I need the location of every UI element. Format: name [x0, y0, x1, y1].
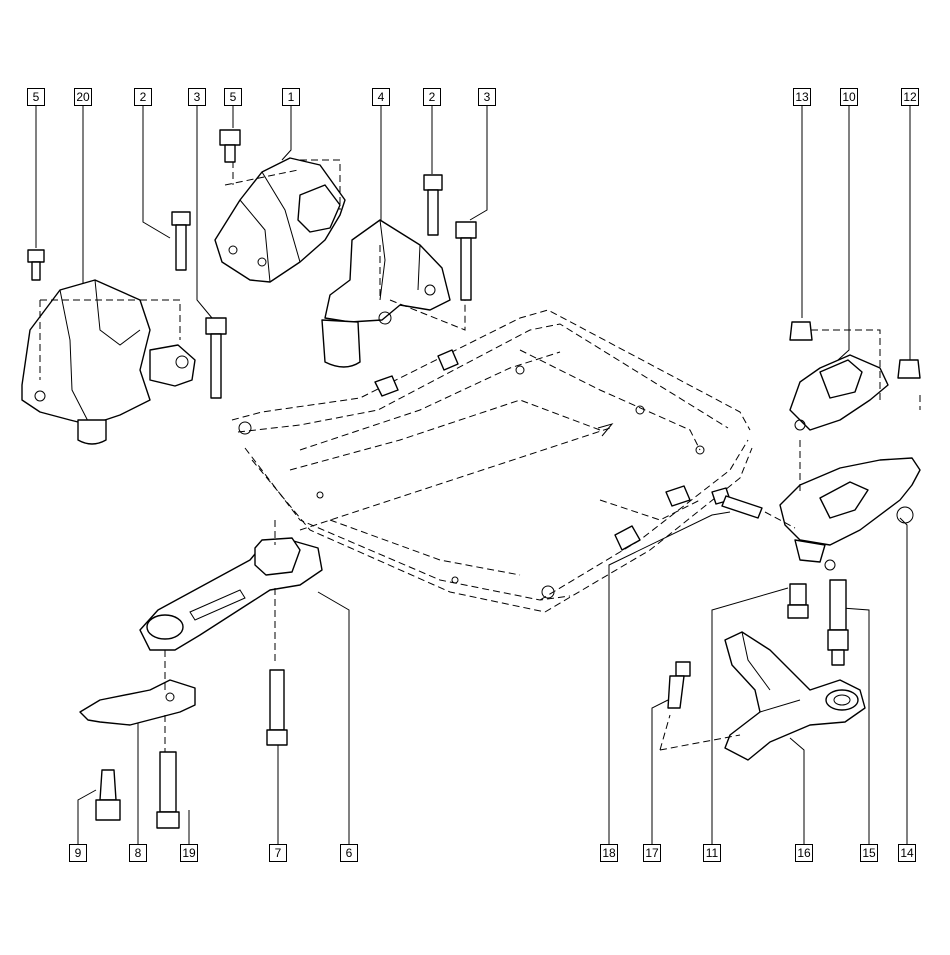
- callout-4: 4: [372, 88, 390, 106]
- part-4-engine-support: [321, 219, 466, 368]
- callout-17: 17: [643, 844, 661, 862]
- callout-19: 19: [180, 844, 198, 862]
- callout-2-right: 2: [423, 88, 441, 106]
- part-6-torque-rod: [139, 520, 323, 665]
- callout-5-left: 5: [27, 88, 45, 106]
- part-18-bolt: [711, 487, 796, 529]
- callout-13: 13: [793, 88, 811, 106]
- callout-20: 20: [74, 88, 92, 106]
- part-8-bracket: [79, 650, 288, 829]
- part-10-mount: [789, 321, 921, 431]
- callout-6: 6: [340, 844, 358, 862]
- callout-3-left: 3: [188, 88, 206, 106]
- callout-8: 8: [129, 844, 147, 862]
- callout-5-top: 5: [224, 88, 242, 106]
- callout-12: 12: [901, 88, 919, 106]
- callout-15: 15: [860, 844, 878, 862]
- callout-9: 9: [69, 844, 87, 862]
- subframe: [231, 309, 753, 613]
- part-14-bracket: [779, 440, 921, 571]
- callout-18: 18: [600, 844, 618, 862]
- part-1-upper-mount: [214, 150, 346, 283]
- callout-1: 1: [282, 88, 300, 106]
- part-20-bracket: [21, 279, 196, 445]
- callout-2-left: 2: [134, 88, 152, 106]
- part-16-arm: [659, 579, 866, 761]
- callout-14: 14: [898, 844, 916, 862]
- callout-10: 10: [840, 88, 858, 106]
- bolts-upper: [27, 129, 477, 399]
- callout-16: 16: [795, 844, 813, 862]
- callout-11: 11: [703, 844, 721, 862]
- callout-3-right: 3: [478, 88, 496, 106]
- callout-7: 7: [269, 844, 287, 862]
